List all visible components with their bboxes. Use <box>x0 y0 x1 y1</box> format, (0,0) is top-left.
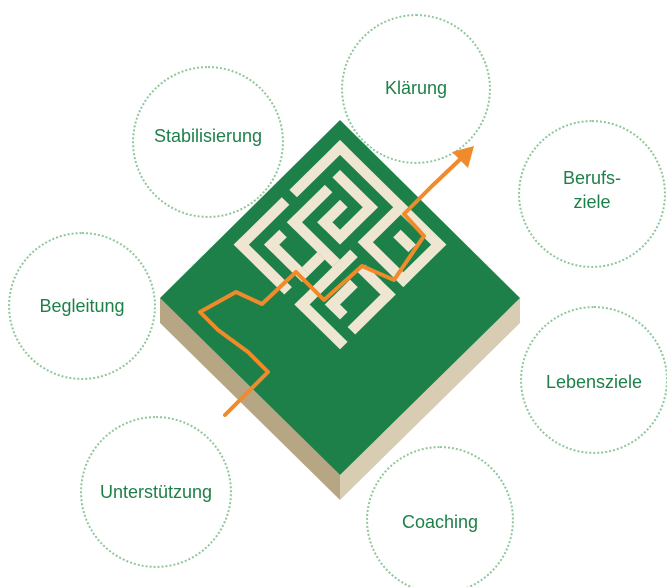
label-berufsziele-line2: ziele <box>573 192 611 212</box>
label-begleitung: Begleitung <box>39 296 125 316</box>
label-lebensziele: Lebensziele <box>545 372 643 392</box>
label-klaerung: Klärung <box>384 78 448 98</box>
label-berufsziele-line1: Berufs- <box>562 168 622 188</box>
bubble-begleitung <box>8 232 156 380</box>
label-stabilisierung: Stabilisierung <box>153 126 263 146</box>
bubble-stabilisierung <box>132 66 284 218</box>
bubble-berufsziele <box>518 120 666 268</box>
bubble-coaching <box>366 446 514 587</box>
label-unterstuetzung: Unterstützung <box>99 482 213 502</box>
bubble-unterstuetzung <box>80 416 232 568</box>
label-coaching: Coaching <box>401 512 479 532</box>
bubble-klaerung <box>341 14 491 164</box>
